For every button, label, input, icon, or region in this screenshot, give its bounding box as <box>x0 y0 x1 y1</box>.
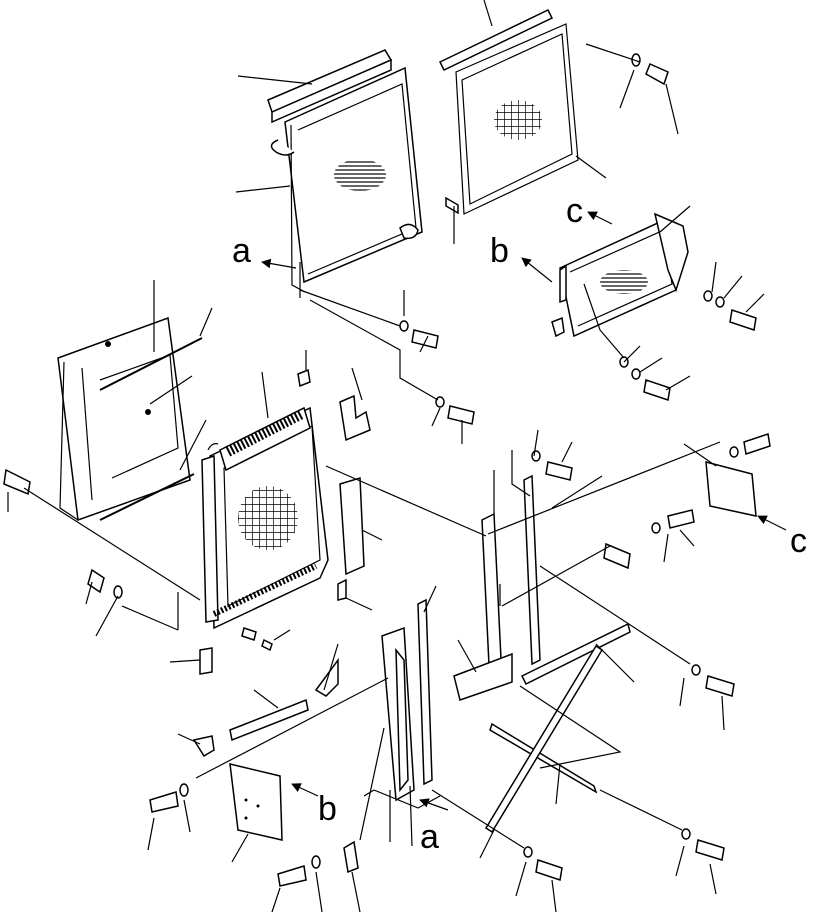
callout-b-bottom: b <box>318 790 337 828</box>
center-brackets <box>297 368 371 601</box>
right-brackets <box>343 461 757 874</box>
screen-frame-top <box>438 9 579 215</box>
mounting-frame <box>373 474 631 834</box>
fan-shroud <box>57 316 203 522</box>
callout-a-bottom: a <box>420 818 439 856</box>
radiator-core <box>201 406 329 630</box>
bottom-left-parts <box>192 647 339 841</box>
upper-cooler-assembly <box>267 49 423 298</box>
leader-lines <box>7 0 765 913</box>
bolts-and-washers <box>3 53 771 887</box>
aftercooler-right <box>551 212 689 338</box>
callout-c-right: c <box>790 522 807 560</box>
callout-a-top: a <box>232 232 251 270</box>
callout-arrows <box>261 211 787 811</box>
callout-b-mid: b <box>490 232 509 270</box>
callout-c-top: c <box>566 192 583 230</box>
